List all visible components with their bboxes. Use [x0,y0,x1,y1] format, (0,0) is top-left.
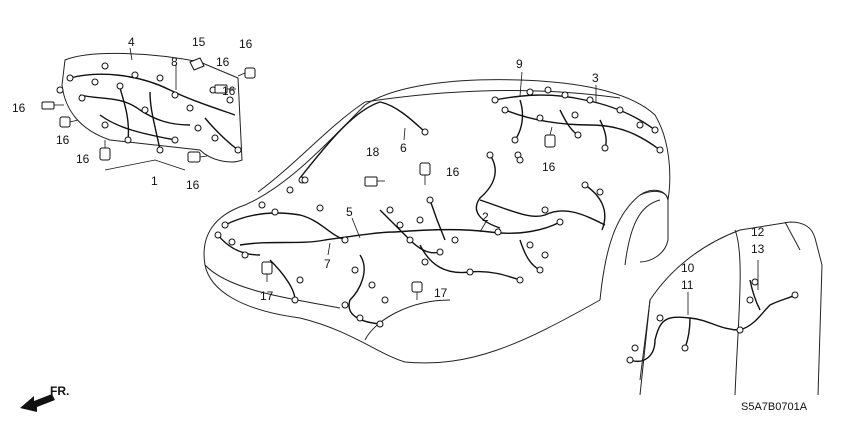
callout-8: 8 [171,55,178,69]
callout-7: 7 [324,257,331,271]
bolt-icon [99,140,111,161]
callout-11: 11 [681,278,694,292]
callout-1: 1 [151,174,158,188]
clip-icon [189,57,205,71]
callout-5: 5 [346,205,353,219]
dash-connectors [56,62,242,154]
callout-18: 18 [366,145,380,159]
bolt-icon [187,151,208,163]
bolt-icon [261,261,273,282]
callout-4: 4 [128,35,135,49]
callout-12: 12 [751,225,765,239]
callout-15: 15 [192,35,206,49]
bolt-icon [364,176,385,187]
callout-16: 16 [56,133,70,147]
callout-16: 16 [222,84,236,98]
rear-harness [491,71,664,164]
dash-harness-group [41,47,256,171]
rear-connectors [491,86,664,164]
bolt-icon [59,116,79,128]
floor-connectors [214,151,604,328]
floor-harness [214,151,606,328]
bolt-icon [419,162,431,185]
callout-10: 10 [681,261,695,275]
door-panel-outline [639,221,823,396]
door-harness [626,260,799,364]
door-connectors [626,278,799,364]
callout-17: 17 [434,286,448,300]
callout-13: 13 [751,242,765,256]
roof-harness [298,101,429,184]
bolt-icon [214,84,236,94]
callout-16: 16 [12,101,26,115]
car-body-outline [203,79,671,364]
callout-16: 16 [239,37,253,51]
part-code: S5A7B0701A [741,401,808,413]
callout-16: 16 [186,178,200,192]
callout-16: 16 [76,152,90,166]
callout-6: 6 [400,141,407,155]
callout-16: 16 [542,160,556,174]
callout-16: 16 [216,55,230,69]
bolt-icon [411,281,423,300]
bolt-icon [41,101,64,110]
callout-3: 3 [592,71,599,85]
callout-2: 2 [482,210,489,224]
bolt-icon [544,126,556,148]
callout-9: 9 [516,57,523,71]
callout-16: 16 [446,165,460,179]
front-label: FR. [50,384,69,398]
callout-labels: 1 2 3 4 5 6 7 8 9 10 11 12 13 15 16 16 1… [12,35,765,303]
front-arrow-icon [20,394,55,412]
callout-17: 17 [260,289,274,303]
bolt-icon [237,67,256,79]
